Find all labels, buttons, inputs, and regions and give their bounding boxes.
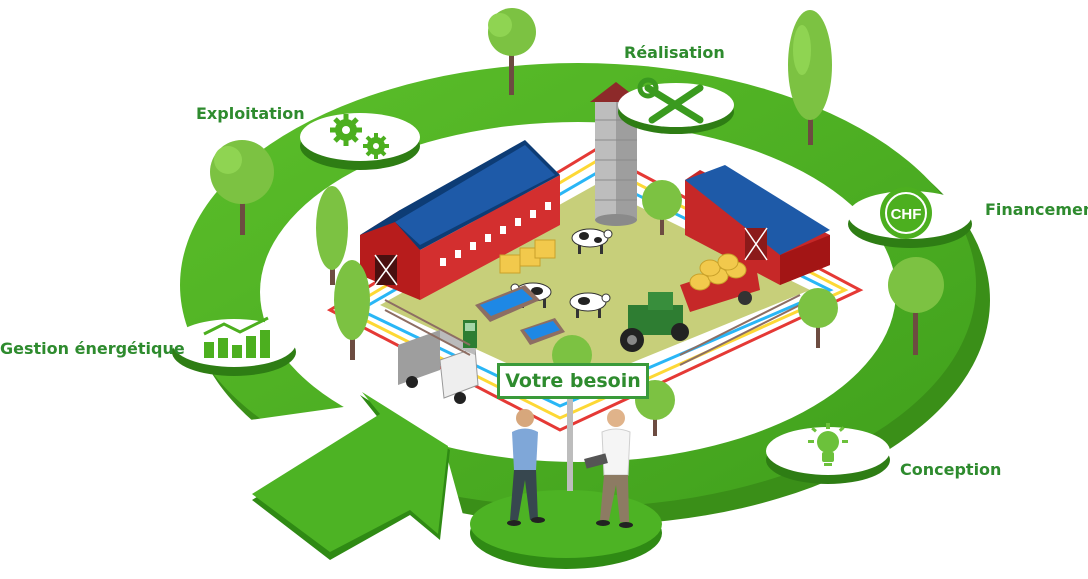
tree — [888, 257, 944, 355]
tree — [316, 186, 348, 285]
bar-chart-icon — [203, 316, 270, 358]
center-sign-votre-besoin[interactable]: Votre besoin — [497, 363, 649, 399]
tree — [798, 288, 838, 348]
tree — [210, 140, 274, 235]
main-barn — [360, 140, 560, 300]
chf-coin-icon: CHF — [880, 187, 932, 239]
base-platform — [470, 490, 662, 569]
person-advisor — [584, 409, 633, 528]
tree — [488, 8, 536, 95]
hay-bales — [499, 239, 556, 274]
tree — [334, 260, 370, 360]
step-label-exploitation[interactable]: Exploitation — [196, 104, 305, 123]
cycle-arrow-head — [252, 392, 450, 560]
financement-badge[interactable]: CHF — [848, 187, 972, 248]
coin-text: CHF — [891, 206, 922, 223]
tree — [788, 10, 832, 145]
gears-icon — [330, 114, 389, 159]
step-label-gestion-energetique[interactable]: Gestion énergétique — [0, 339, 185, 358]
cows — [510, 228, 613, 318]
lightbulb-icon — [808, 423, 848, 466]
truck — [398, 330, 479, 404]
gestion-energetique-badge[interactable] — [172, 316, 296, 376]
exploitation-badge[interactable] — [300, 113, 420, 170]
conception-badge[interactable] — [766, 423, 890, 484]
step-label-conception[interactable]: Conception — [900, 460, 1002, 479]
ev-charger — [463, 320, 477, 348]
person-client — [507, 409, 545, 526]
right-barn — [685, 165, 830, 285]
tree — [642, 180, 682, 235]
water-trough — [475, 285, 565, 345]
sign-post — [567, 395, 573, 491]
step-label-financement[interactable]: Financement — [985, 200, 1088, 219]
trees — [210, 8, 944, 436]
step-label-realisation[interactable]: Réalisation — [624, 43, 725, 62]
fence — [384, 294, 801, 366]
tractor — [620, 253, 760, 352]
realisation-badge[interactable] — [618, 77, 734, 134]
